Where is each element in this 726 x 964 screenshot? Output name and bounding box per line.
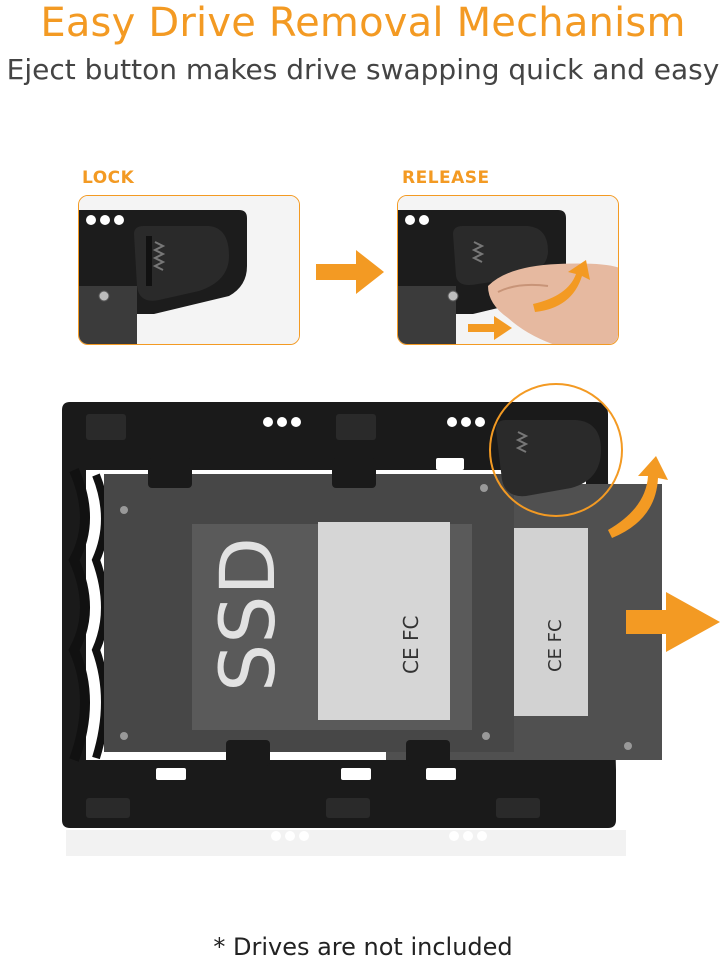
release-detail-panel xyxy=(397,195,619,345)
lock-latch-illustration xyxy=(79,196,299,344)
drive-label: SSD xyxy=(203,537,292,692)
page-subtitle: Eject button makes drive swapping quick … xyxy=(6,53,720,86)
lock-detail-panel xyxy=(78,195,300,345)
svg-text:CE FC: CE FC xyxy=(545,619,566,672)
step-label-lock: LOCK xyxy=(82,168,135,188)
drives-not-included-note: * Drives are not included xyxy=(213,933,513,961)
step-label-release: RELEASE xyxy=(402,168,490,188)
page-title: Easy Drive Removal Mechanism xyxy=(40,0,686,46)
drive-bay-illustration: CE FC SSD CE FC xyxy=(56,380,726,860)
svg-text:CE FC: CE FC xyxy=(399,616,423,674)
arrow-right-icon xyxy=(316,250,386,294)
release-latch-illustration xyxy=(398,196,618,344)
